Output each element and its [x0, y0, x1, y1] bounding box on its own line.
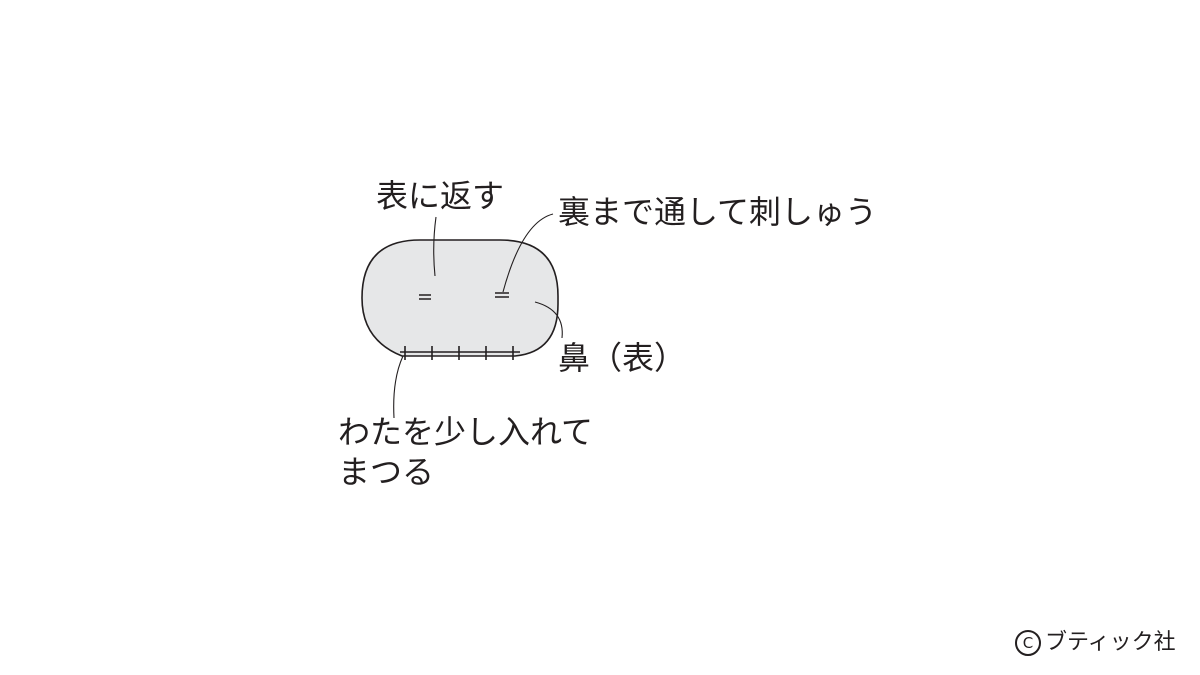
leader-line-turn	[433, 216, 437, 277]
leader-line-nose	[534, 301, 563, 339]
leader-line-stuff	[393, 355, 404, 419]
label-stitch-through-to-back: 裏まで通して刺しゅう	[558, 193, 878, 231]
nostril-stitch-right	[495, 292, 509, 298]
publisher-credit: C ブティック社	[1015, 628, 1176, 658]
label-stuff-line-2: まつる	[338, 453, 435, 491]
label-stuff-and-slipstitch: わたを少し入れて まつる	[338, 412, 593, 492]
nose-piece	[361, 239, 559, 357]
publisher-name: ブティック社	[1045, 630, 1176, 655]
copyright-icon: C	[1015, 630, 1041, 656]
label-turn-right-side-out: 表に返す	[376, 177, 505, 215]
nostril-stitch-left	[419, 294, 431, 300]
slipstitch-seam	[400, 346, 520, 360]
leader-line-stitch	[502, 213, 554, 293]
label-nose-right-side: 鼻（表）	[558, 339, 687, 377]
label-stuff-line-1: わたを少し入れて	[338, 413, 594, 451]
